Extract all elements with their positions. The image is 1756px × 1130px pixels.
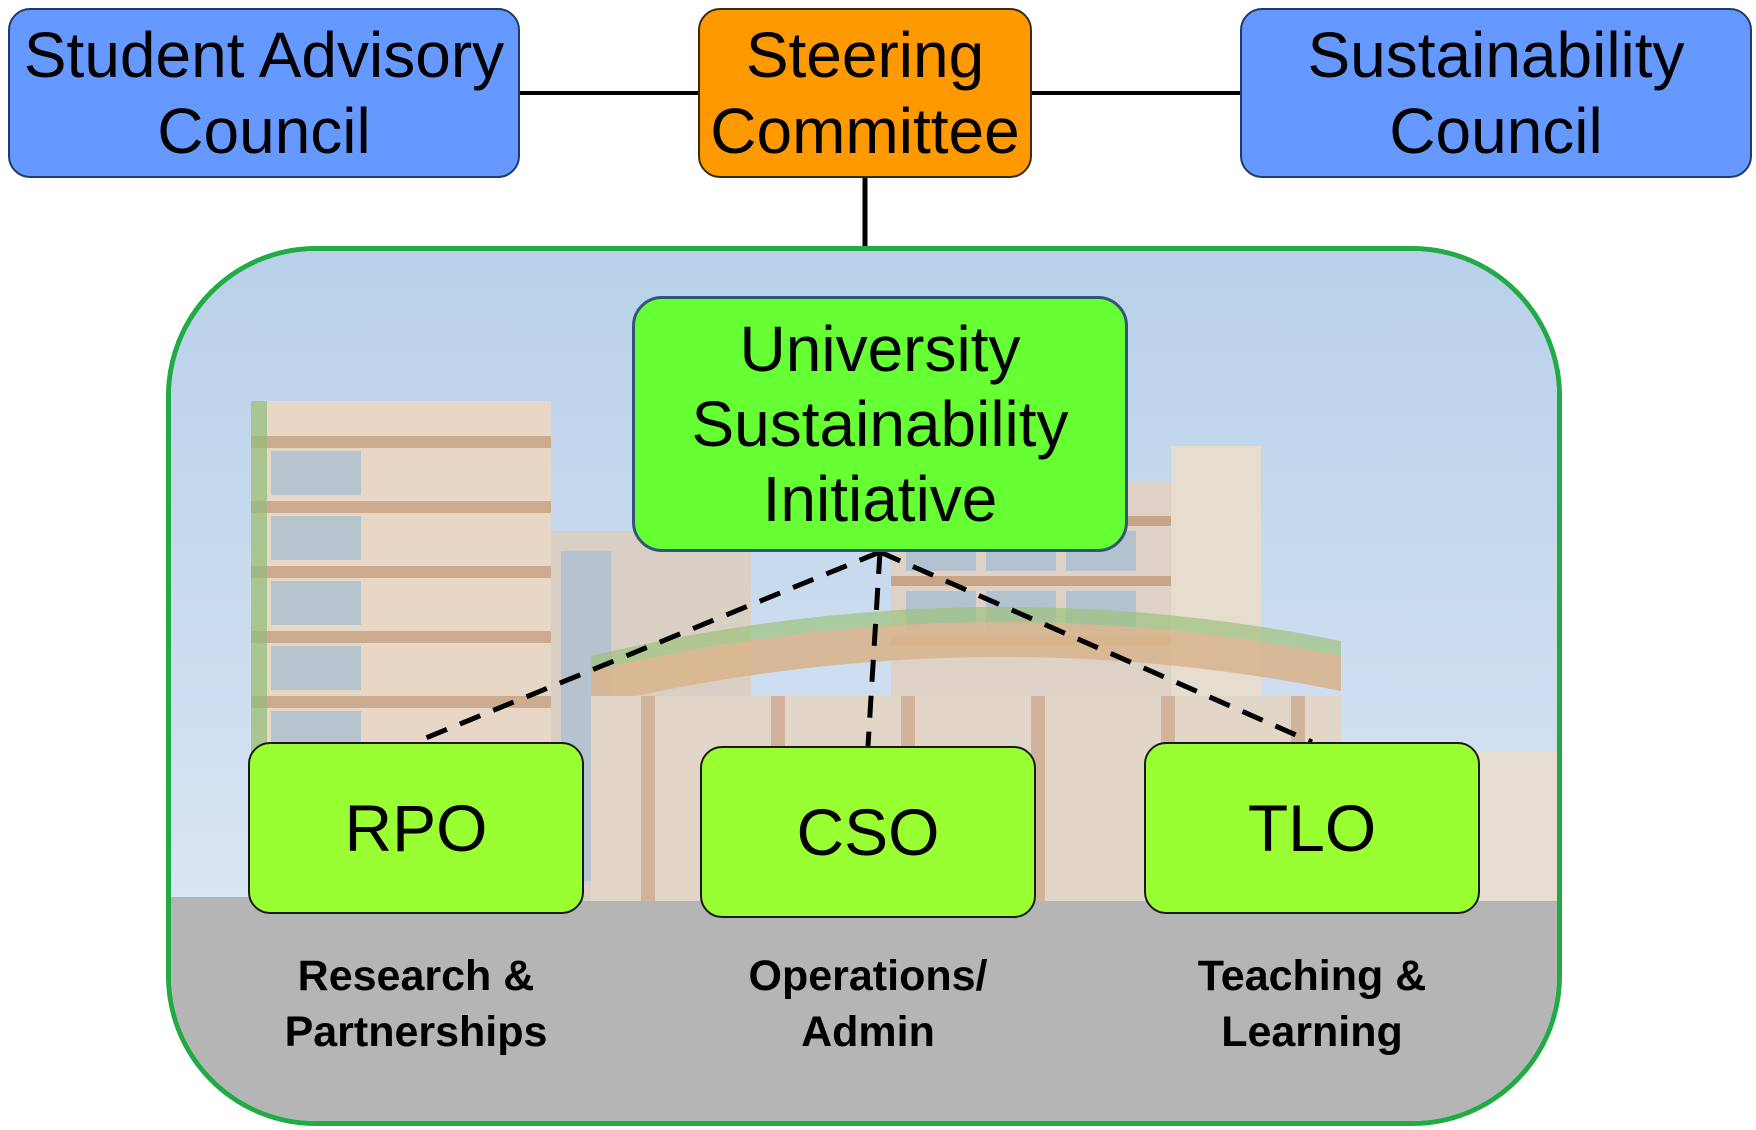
dashed-usi-cso xyxy=(865,551,883,747)
initiative-label: University Sustainability Initiative xyxy=(691,312,1069,535)
steering-committee-label: Steering Committee xyxy=(710,19,1020,167)
rpo-caption: Research & Partnerships xyxy=(284,952,548,1056)
student-advisory-council-box: Student Advisory Council xyxy=(8,8,520,178)
dashed-usi-tlo xyxy=(878,549,1314,745)
university-sustainability-initiative-box: University Sustainability Initiative xyxy=(632,296,1128,552)
student-advisory-council-label: Student Advisory Council xyxy=(23,19,505,167)
rpo-box: RPO xyxy=(248,742,584,914)
cso-box: CSO xyxy=(700,746,1036,918)
dashed-usi-rpo xyxy=(415,549,881,745)
tlo-caption: Teaching & Learning xyxy=(1197,952,1427,1056)
steering-committee-box: Steering Committee xyxy=(698,8,1032,178)
tlo-box: TLO xyxy=(1144,742,1480,914)
tlo-label: TLO xyxy=(1247,791,1377,865)
cso-label: CSO xyxy=(796,795,940,869)
cso-caption: Operations/ Admin xyxy=(748,952,988,1056)
sustainability-council-box: Sustainability Council xyxy=(1240,8,1752,178)
sustainability-council-label: Sustainability Council xyxy=(1307,19,1685,167)
rpo-label: RPO xyxy=(344,791,488,865)
